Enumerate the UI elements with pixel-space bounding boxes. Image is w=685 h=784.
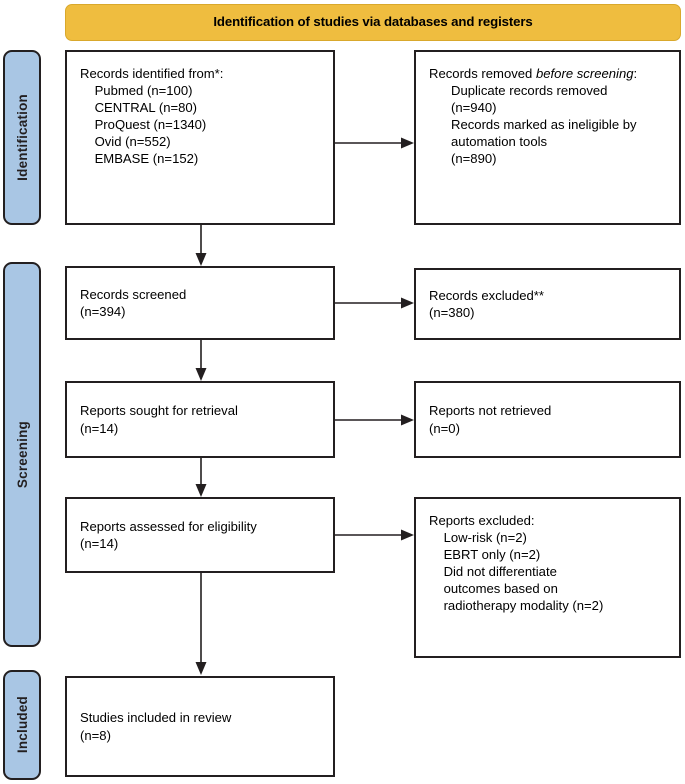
box-reports-assessed: Reports assessed for eligibility (n=14) xyxy=(65,497,335,573)
arrow-assessed-to-excluded xyxy=(335,528,417,542)
box-records-removed: Records removed before screening: Duplica… xyxy=(414,50,681,225)
arrow-identified-to-removed xyxy=(335,136,417,150)
records-removed-item-0: Duplicate records removed(n=940)Records … xyxy=(451,83,641,167)
stage-label-included: Included xyxy=(3,670,41,780)
records-removed-heading-plain: Records removed xyxy=(429,66,536,81)
stage-label-screening: Screening xyxy=(3,262,41,647)
box-reports-sought: Reports sought for retrieval (n=14) xyxy=(65,381,335,458)
box-reports-not-retrieved: Reports not retrieved (n=0) xyxy=(414,381,681,458)
arrow-screened-to-sought xyxy=(193,340,209,382)
records-removed-item-1-label: Records marked as ineligible by automati… xyxy=(451,117,641,150)
box-records-identified-text: Records identified from*: Pubmed (n=100)… xyxy=(80,66,224,167)
stage-label-identification-text: Identification xyxy=(14,94,30,181)
arrow-sought-to-assessed xyxy=(193,458,209,498)
records-removed-heading-tail: : xyxy=(633,66,638,81)
stage-label-identification: Identification xyxy=(3,50,41,225)
arrow-screened-to-excluded xyxy=(335,296,417,310)
records-removed-item-0-label: Duplicate records removed xyxy=(451,83,608,99)
box-reports-not-retrieved-text: Reports not retrieved (n=0) xyxy=(429,403,552,436)
box-records-screened-text: Records screened (n=394) xyxy=(80,286,187,319)
arrow-sought-to-not-retrieved xyxy=(335,413,417,427)
box-reports-assessed-text: Reports assessed for eligibility (n=14) xyxy=(80,518,257,551)
box-records-screened: Records screened (n=394) xyxy=(65,266,335,340)
phase-banner-label: Identification of studies via databases … xyxy=(213,14,533,30)
arrow-identified-to-screened xyxy=(193,225,209,267)
box-studies-included-text: Studies included in review (n=8) xyxy=(80,710,232,743)
box-records-excluded-text: Records excluded** (n=380) xyxy=(429,287,544,320)
box-reports-sought-text: Reports sought for retrieval (n=14) xyxy=(80,403,238,436)
box-reports-excluded-text: Reports excluded: Low-risk (n=2) EBRT on… xyxy=(429,513,604,614)
box-records-removed-text: Records removed before screening: Duplica… xyxy=(429,65,669,167)
box-records-excluded: Records excluded** (n=380) xyxy=(414,268,681,340)
box-reports-excluded: Reports excluded: Low-risk (n=2) EBRT on… xyxy=(414,497,681,658)
phase-banner-identification: Identification of studies via databases … xyxy=(65,4,681,41)
stage-label-screening-text: Screening xyxy=(14,420,30,489)
stage-label-included-text: Included xyxy=(14,696,30,754)
records-removed-item-1-n: 890 xyxy=(470,151,493,167)
arrow-assessed-to-included xyxy=(193,573,209,676)
box-records-identified: Records identified from*: Pubmed (n=100)… xyxy=(65,50,335,225)
records-removed-item-0-n: 940 xyxy=(470,100,493,116)
box-studies-included: Studies included in review (n=8) xyxy=(65,676,335,777)
records-removed-heading-italic: before screening xyxy=(535,66,634,81)
